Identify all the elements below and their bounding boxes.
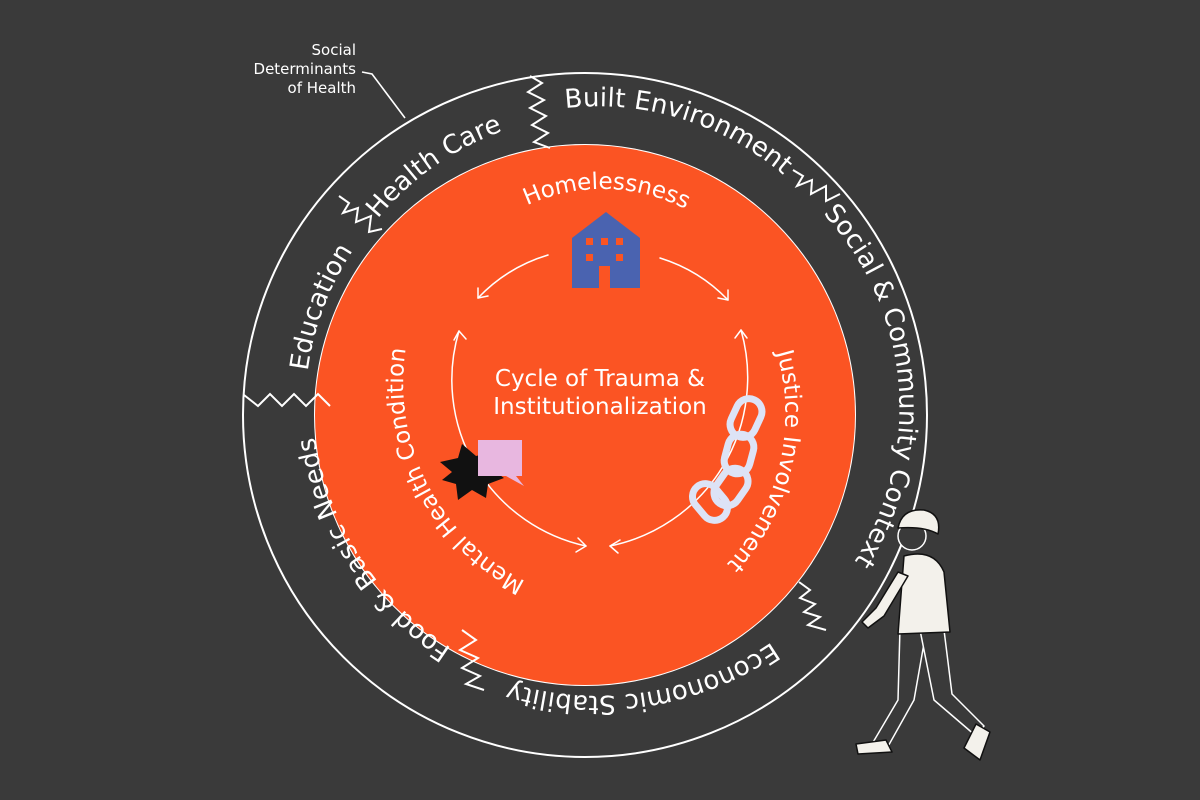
walking-person-figure xyxy=(855,509,991,761)
annotation-line-2: Determinants xyxy=(254,60,357,78)
annotation-line-3: of Health xyxy=(288,79,356,97)
cycle-circle xyxy=(315,145,855,685)
arrow-mental-to-home-head xyxy=(575,537,587,553)
divider-econ-food xyxy=(457,629,485,691)
annotation-leader xyxy=(361,71,406,119)
annotation-line-1: Social xyxy=(312,41,356,59)
arrow-home-to-justice xyxy=(659,257,729,301)
house-icon xyxy=(572,212,640,288)
chain-icon xyxy=(689,395,766,524)
arrow-justice-to-mental-head xyxy=(734,329,748,339)
divider-social-econ xyxy=(798,581,827,631)
annotation-text: Social Determinants of Health xyxy=(254,41,357,97)
segment-dividers xyxy=(243,75,841,691)
arrow-top-left xyxy=(477,254,549,299)
center-title-line-1: Cycle of Trauma & xyxy=(495,366,705,392)
divider-food-edu xyxy=(243,392,331,408)
arrow-mental-to-home-head2 xyxy=(453,330,467,341)
center-title-line-2: Institutionalization xyxy=(493,394,707,420)
divider-edu-healthcare xyxy=(338,195,383,234)
speech-bubble-icon xyxy=(478,440,524,486)
arrow-home-to-justice-head xyxy=(717,289,729,301)
outer-ring-boundary xyxy=(242,72,928,758)
divider-healthcare-built xyxy=(525,75,551,149)
divider-built-social xyxy=(792,169,841,203)
arrow-top-left-head xyxy=(477,287,489,299)
arrow-justice-to-mental-head2 xyxy=(609,539,621,554)
